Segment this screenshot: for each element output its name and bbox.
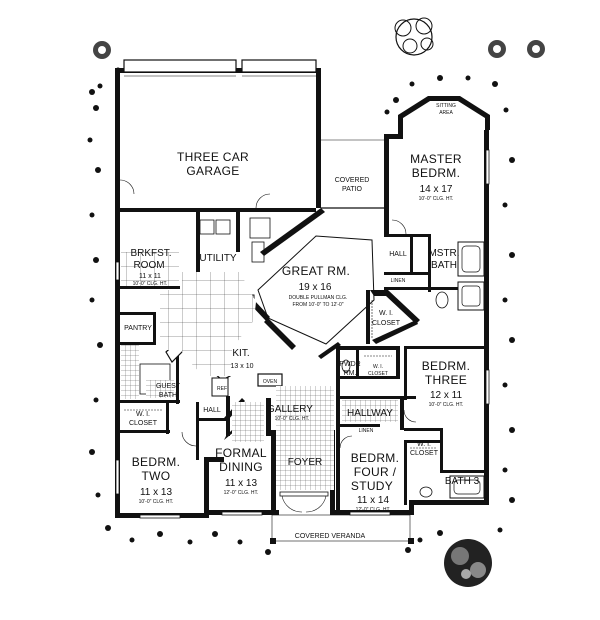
closet-master-label: W. I.: [379, 310, 393, 317]
bedroom-four-label: BEDRM.: [351, 451, 399, 465]
dining-label: FORMAL: [215, 446, 267, 460]
tree-top-icon: [394, 17, 434, 56]
dining-size: 11 x 13: [225, 478, 257, 489]
gallery-ceiling: 10'-0" CLG. HT.: [275, 416, 310, 422]
master-label: MASTER: [410, 152, 462, 166]
bedroom-four-label-2: FOUR /: [354, 465, 397, 479]
bath-three-label: BATH 3: [445, 476, 480, 487]
gallery-label: GALLERY: [267, 404, 313, 415]
oven-label: OVEN: [263, 379, 278, 385]
bedroom-four-size: 11 x 14: [357, 495, 389, 506]
closet-three-label-2: CLOSET: [368, 371, 388, 377]
guest-bath-label: GUEST: [156, 383, 181, 390]
great-room-note-2: FROM 10'-0" TO 12'-0": [292, 302, 343, 308]
patio-label: COVERED: [335, 177, 370, 184]
master-ceiling: 10'-0" CLG. HT.: [419, 196, 454, 202]
closet-four-label: W. I.: [417, 441, 431, 448]
sitting-label-2: AREA: [439, 110, 453, 116]
brkfst-label-2: ROOM: [133, 260, 164, 271]
linen-mid-label: LINEN: [359, 428, 374, 434]
brkfst-label: BRKFST.: [130, 248, 171, 259]
veranda-label: COVERED VERANDA: [295, 533, 366, 540]
powder-label: PWDR: [339, 361, 360, 368]
bedroom-three-label: BEDRM.: [422, 359, 470, 373]
bedroom-three-ceiling: 10'-0" CLG. HT.: [429, 402, 464, 408]
shrub-icon: [93, 40, 545, 59]
tree-bottom-icon: [444, 539, 492, 587]
bedroom-two-label-2: TWO: [142, 469, 171, 483]
kitchen-label: KIT.: [232, 348, 249, 359]
brkfst-size: 11 x 11: [139, 273, 161, 280]
dining-ceiling: 12'-0" CLG. HT.: [224, 490, 259, 496]
brkfst-ceiling: 10'-0" CLG. HT.: [133, 281, 168, 287]
kitchen-size: 13 x 10: [231, 363, 254, 370]
powder-label-2: RM.: [344, 370, 357, 377]
planting-bed-icon: [87, 67, 515, 555]
great-room-note: DOUBLE PULLMAN CLG.: [289, 295, 348, 301]
bedroom-four-label-3: STUDY: [351, 479, 393, 493]
tile-floors: [121, 252, 398, 490]
hallway-label: HALLWAY: [347, 408, 393, 419]
closet-master-label-2: CLOSET: [372, 320, 401, 327]
bedroom-four-ceiling: 12'-0" CLG. HT.: [356, 507, 391, 513]
foyer-label: FOYER: [288, 457, 322, 468]
bedroom-two-size: 11 x 13: [140, 487, 172, 498]
great-room-size: 19 x 16: [299, 282, 332, 293]
sitting-label: SITTING: [436, 103, 456, 109]
hall-master-label: HALL: [389, 251, 407, 258]
closet-left-label-2: CLOSET: [129, 420, 158, 427]
bedroom-two-label: BEDRM.: [132, 455, 180, 469]
ref-label: REF: [217, 386, 227, 392]
closet-left-label: W. I.: [136, 411, 150, 418]
linen-top-label: LINEN: [391, 278, 406, 284]
guest-bath-label-2: BATH: [159, 392, 177, 399]
landscaping: [87, 17, 545, 587]
garage-label-2: GARAGE: [186, 164, 239, 178]
utility-label: UTILITY: [199, 253, 237, 264]
great-room-label: GREAT RM.: [282, 264, 350, 278]
master-size: 14 x 17: [420, 184, 453, 195]
master-bath-label: MSTR.: [428, 248, 459, 259]
master-bath-label-2: BATH: [431, 260, 457, 271]
master-label-2: BEDRM.: [412, 166, 460, 180]
room-labels: THREE CAR GARAGE COVERED PATIO MASTER BE…: [124, 103, 479, 540]
interior-walls: [115, 149, 490, 519]
bedroom-two-ceiling: 10'-0" CLG. HT.: [139, 499, 174, 505]
closet-four-label-2: CLOSET: [410, 450, 439, 457]
closet-three-label: W. I.: [373, 364, 383, 370]
bedroom-three-label-2: THREE: [425, 373, 467, 387]
dining-label-2: DINING: [219, 460, 263, 474]
pantry-label: PANTRY: [124, 325, 152, 332]
garage-label: THREE CAR: [177, 150, 249, 164]
patio-label-2: PATIO: [342, 186, 363, 193]
hall-left-label: HALL: [203, 407, 221, 414]
bedroom-three-size: 12 x 11: [430, 390, 462, 401]
